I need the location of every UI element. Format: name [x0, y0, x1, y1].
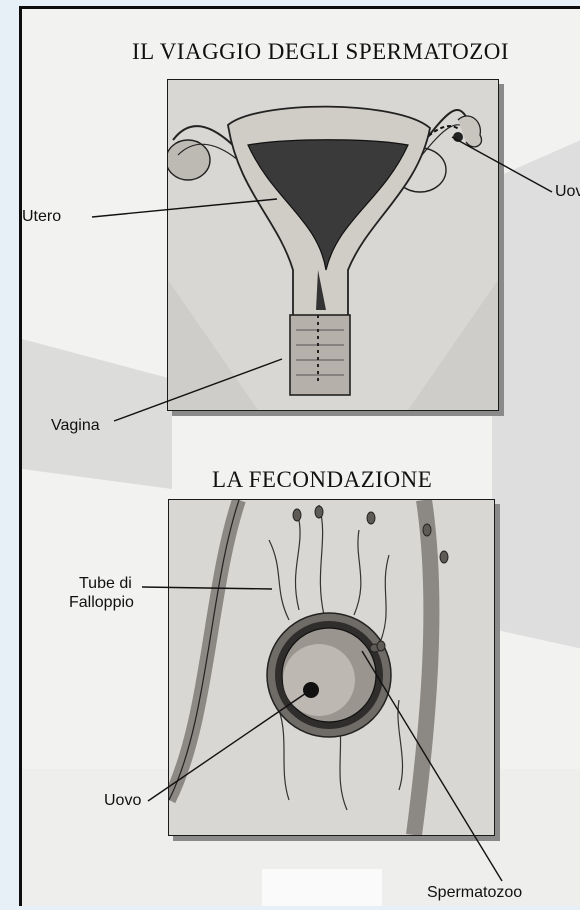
label-vagina: Vagina [51, 416, 100, 436]
top-title: IL VIAGGIO DEGLI SPERMATOZOI [132, 39, 509, 65]
uterus-panel [167, 79, 499, 411]
label-tube-line2: Falloppio [69, 593, 134, 613]
figure-page: IL VIAGGIO DEGLI SPERMATOZOI [19, 6, 580, 906]
label-tube-line1: Tube di [79, 574, 132, 594]
label-egg-top: Uovo [555, 182, 580, 202]
label-sperm: Spermatozoo [427, 883, 522, 903]
fertilization-illustration [169, 500, 494, 835]
label-egg-bottom: Uovo [104, 791, 141, 811]
bottom-title: LA FECONDAZIONE [212, 467, 432, 493]
uterus-illustration [168, 80, 498, 410]
label-uterus: Utero [22, 207, 61, 227]
fertilization-panel [168, 499, 495, 836]
